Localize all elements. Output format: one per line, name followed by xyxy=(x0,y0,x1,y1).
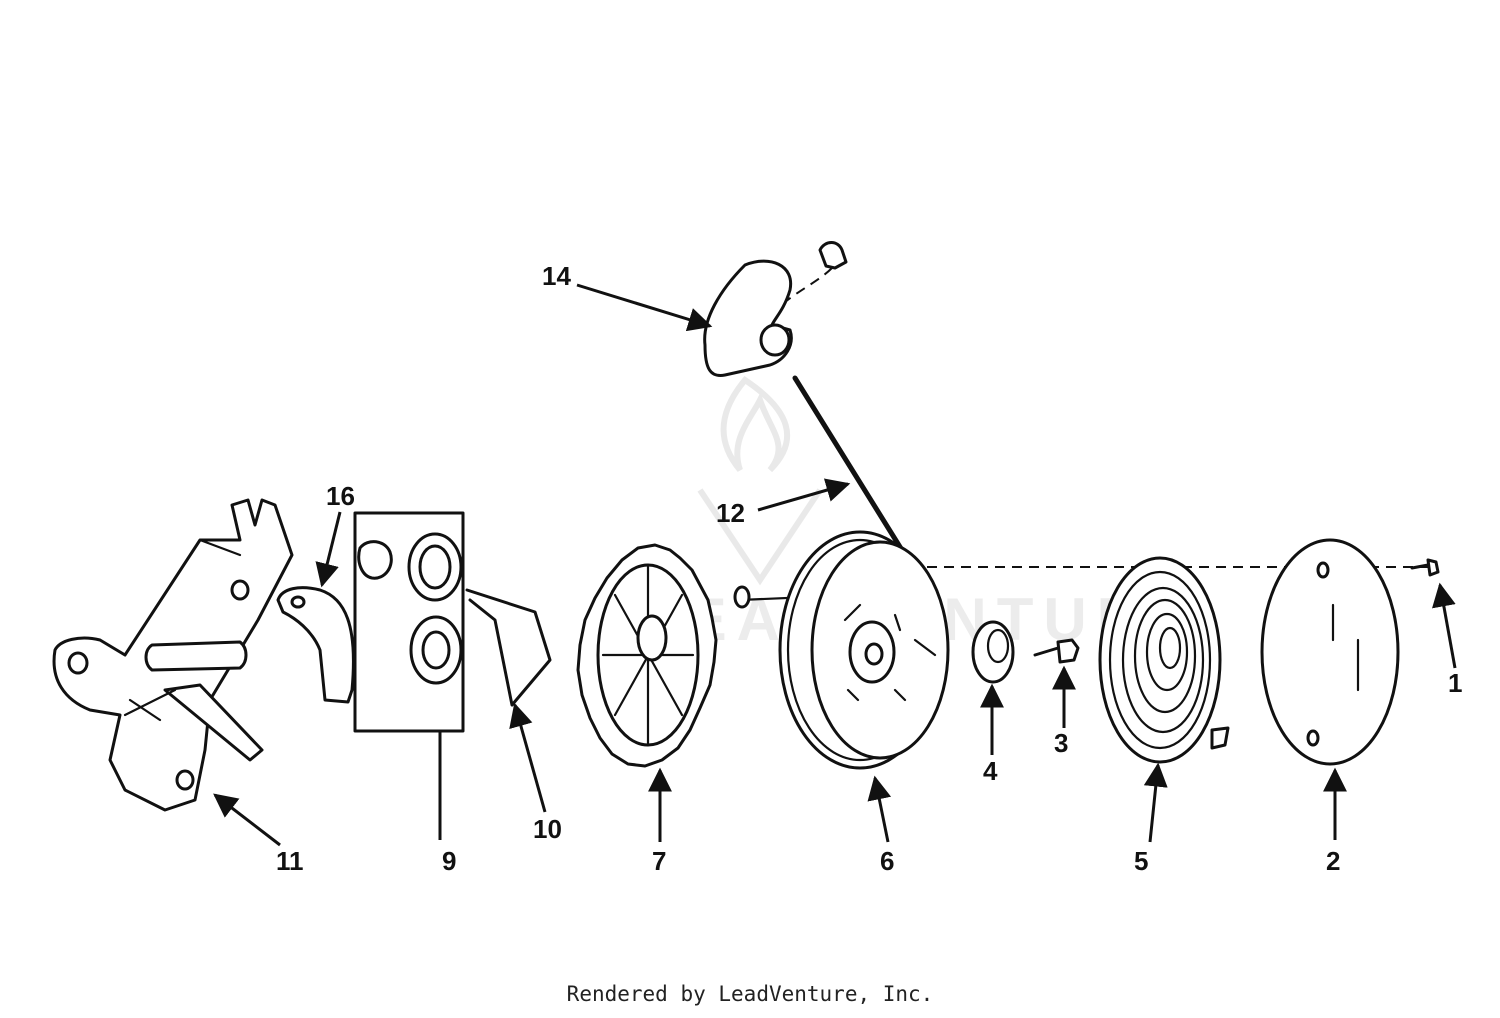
callout-2: 2 xyxy=(1326,846,1340,876)
part-11-bracket xyxy=(52,498,294,812)
callout-1: 1 xyxy=(1448,668,1462,698)
callout-12: 12 xyxy=(716,498,745,528)
handle-knot-dashed-line xyxy=(784,267,833,303)
callout-16: 16 xyxy=(326,481,355,511)
footer-credit: Rendered by LeadVenture, Inc. xyxy=(566,982,934,1006)
part-6-pulley xyxy=(778,530,950,770)
part-9-kit-card xyxy=(353,511,465,733)
part-2-cover xyxy=(1260,538,1400,766)
part-1-screw xyxy=(1410,558,1440,577)
callout-11: 11 xyxy=(276,846,304,876)
part-7-gear xyxy=(576,543,718,768)
callout-3: 3 xyxy=(1054,728,1068,758)
part-4-cup xyxy=(971,620,1015,684)
callout-6: 6 xyxy=(880,846,894,876)
callout-5: 5 xyxy=(1134,846,1148,876)
part-14-handle xyxy=(703,241,848,378)
callout-14: 14 xyxy=(542,261,571,291)
callout-7: 7 xyxy=(652,846,666,876)
leader-arrows xyxy=(213,283,1457,847)
part-3-screw xyxy=(1033,638,1080,664)
part-10-spring xyxy=(465,588,552,707)
callout-4: 4 xyxy=(983,756,998,786)
part-16-pawl xyxy=(276,586,355,704)
part-5-spring xyxy=(1098,556,1230,764)
callout-10: 10 xyxy=(533,814,562,844)
callout-9: 9 xyxy=(442,846,456,876)
